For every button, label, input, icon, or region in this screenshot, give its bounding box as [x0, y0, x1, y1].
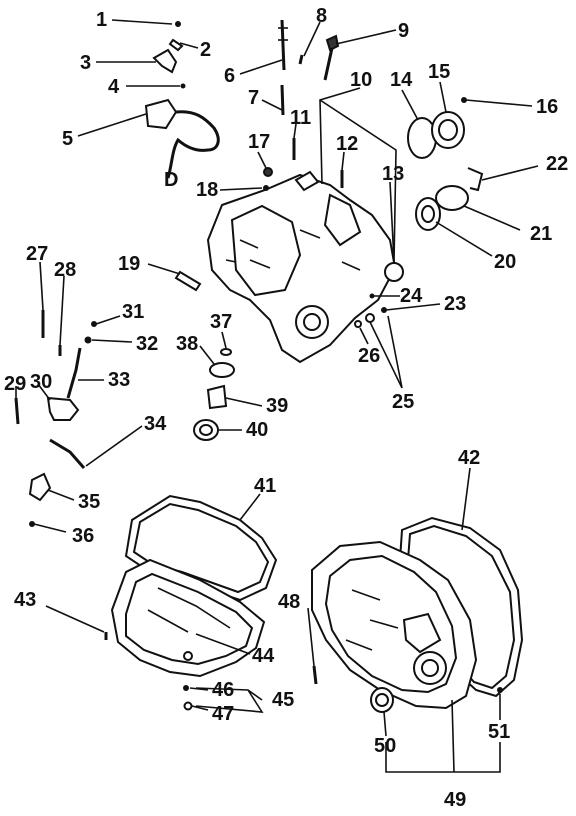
- small-parts-top-left: [152, 21, 186, 89]
- center-small-parts: [193, 348, 235, 441]
- callout-29: 29: [4, 373, 26, 395]
- callout-33: 33: [108, 369, 130, 391]
- callout-18: 18: [196, 179, 218, 201]
- callout-11: 11: [290, 107, 311, 129]
- callout-26: 26: [358, 345, 380, 367]
- callout-31: 31: [122, 301, 144, 323]
- callout-46: 46: [212, 679, 234, 701]
- svg-text:D: D: [164, 169, 178, 191]
- callout-21: 21: [530, 223, 552, 245]
- seals-right: [407, 97, 484, 231]
- callout-35: 35: [78, 491, 100, 513]
- callout-48: 48: [278, 591, 300, 613]
- callout-14: 14: [390, 69, 413, 91]
- callout-30: 30: [30, 371, 52, 393]
- callout-4: 4: [108, 76, 120, 98]
- callout-20: 20: [494, 251, 516, 273]
- pan-fasteners: [104, 632, 318, 711]
- callout-27: 27: [26, 243, 48, 265]
- callout-47: 47: [212, 703, 234, 725]
- callout-16: 16: [536, 96, 558, 118]
- callout-36: 36: [72, 525, 94, 547]
- callout-17: 17: [248, 131, 270, 153]
- leader-lines: [15, 19, 539, 773]
- callout-39: 39: [266, 395, 288, 417]
- callout-41: 41: [254, 475, 276, 497]
- callout-5: 5: [62, 128, 73, 150]
- shift-linkage-parts: [14, 310, 97, 527]
- callout-25: 25: [392, 391, 414, 413]
- callout-24: 24: [400, 285, 423, 307]
- callout-2: 2: [200, 39, 211, 61]
- callout-10: 10: [350, 69, 372, 91]
- callout-8: 8: [316, 5, 327, 27]
- transmission-case: [206, 170, 404, 364]
- callout-32: 32: [136, 333, 158, 355]
- callout-6: 6: [224, 65, 235, 87]
- callout-7: 7: [248, 87, 259, 109]
- pin-19: [174, 270, 202, 292]
- callout-34: 34: [144, 413, 167, 435]
- callout-38: 38: [176, 333, 198, 355]
- callout-43: 43: [14, 589, 36, 611]
- callout-13: 13: [382, 163, 404, 185]
- oil-pan: [110, 558, 266, 678]
- callout-49: 49: [444, 789, 466, 811]
- callout-28: 28: [54, 259, 76, 281]
- callout-42: 42: [458, 447, 480, 469]
- side-cover: [311, 540, 478, 710]
- callout-44: 44: [252, 645, 275, 667]
- callout-1: 1: [96, 9, 107, 31]
- callout-23: 23: [444, 293, 466, 315]
- callout-12: 12: [336, 133, 358, 155]
- callout-45: 45: [272, 689, 294, 711]
- callout-50: 50: [374, 735, 396, 757]
- callout-19: 19: [118, 253, 140, 275]
- sensor-with-cable: D: [144, 98, 220, 191]
- case-bolts: [278, 19, 340, 116]
- callout-3: 3: [80, 52, 91, 74]
- callout-9: 9: [398, 20, 409, 42]
- seal-50-and-bolt-51: [370, 687, 503, 713]
- callout-labels: 1 2 3 4 5 6 7 8 9 10 11 12 13 14 15 16 1…: [4, 5, 568, 811]
- callout-15: 15: [428, 61, 450, 83]
- callout-37: 37: [210, 311, 232, 333]
- callout-51: 51: [488, 721, 510, 743]
- callout-22: 22: [546, 153, 568, 175]
- case-pins: [263, 138, 344, 191]
- callout-40: 40: [246, 419, 268, 441]
